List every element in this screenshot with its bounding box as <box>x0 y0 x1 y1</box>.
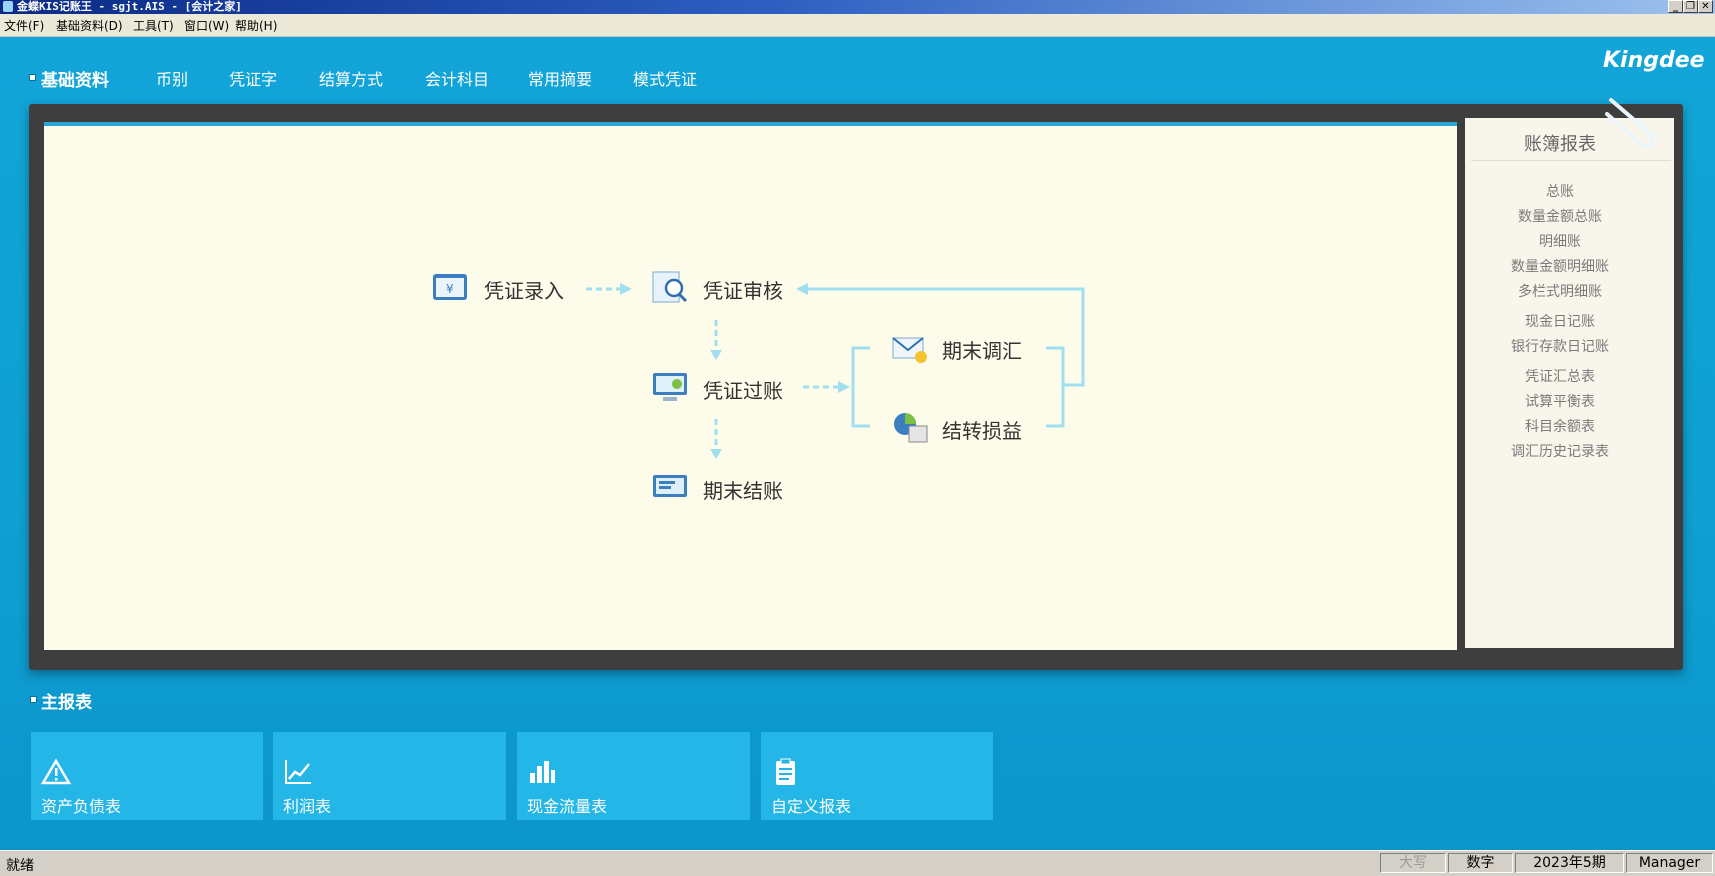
panel-divider <box>1471 160 1671 161</box>
link-adjust-history[interactable]: 调汇历史记录表 <box>1511 444 1609 460</box>
period-close-icon[interactable] <box>651 470 689 504</box>
transfer-pl-icon[interactable] <box>891 410 929 444</box>
period-close-label[interactable]: 期末结账 <box>703 479 783 503</box>
voucher-entry-icon[interactable]: ¥ <box>431 270 469 304</box>
menu-file[interactable]: 文件(F) <box>4 19 45 33</box>
transfer-pl-label[interactable]: 结转损益 <box>942 419 1022 443</box>
menu-tools[interactable]: 工具(T) <box>133 19 174 33</box>
ledger-reports-panel: 账簿报表 总账 数量金额总账 明细账 数量金额明细账 多栏式明细账 现金日记账 … <box>1465 118 1674 648</box>
restore-button[interactable]: ❐ <box>1683 0 1698 13</box>
ledger-reports-title: 账簿报表 <box>1524 134 1596 155</box>
link-trial-balance[interactable]: 试算平衡表 <box>1525 394 1595 410</box>
nav-bullet-icon <box>29 74 36 81</box>
link-qty-general-ledger[interactable]: 数量金额总账 <box>1518 209 1602 225</box>
link-bank-journal[interactable]: 银行存款日记账 <box>1511 339 1609 355</box>
voucher-posting-label[interactable]: 凭证过账 <box>703 379 783 403</box>
caps-indicator: 大写 <box>1380 853 1446 873</box>
nav-accounts[interactable]: 会计科目 <box>425 70 490 89</box>
link-general-ledger[interactable]: 总账 <box>1546 184 1574 200</box>
period-adjust-label[interactable]: 期末调汇 <box>942 339 1022 363</box>
link-qty-detail-ledger[interactable]: 数量金额明细账 <box>1511 259 1609 275</box>
tile-cash-flow[interactable]: 现金流量表 <box>517 732 750 820</box>
tile-balance-sheet-label: 资产负债表 <box>41 797 122 816</box>
title-bar: 金蝶KIS记账王 - sgjt.AIS - [会计之家] _ ❐ ✕ <box>0 0 1715 14</box>
tile-income-statement[interactable]: 利润表 <box>273 732 506 820</box>
nav-voucher-word[interactable]: 凭证字 <box>229 70 278 89</box>
voucher-review-label[interactable]: 凭证审核 <box>703 279 783 303</box>
warning-triangle-icon <box>41 758 71 785</box>
period-indicator: 2023年5期 <box>1515 853 1624 873</box>
link-detail-ledger[interactable]: 明细账 <box>1539 234 1581 250</box>
line-chart-icon <box>285 760 311 784</box>
nav-currency[interactable]: 币别 <box>156 70 189 89</box>
nav-template-voucher[interactable]: 模式凭证 <box>633 70 698 89</box>
workflow-canvas <box>44 122 1457 650</box>
nav-summaries[interactable]: 常用摘要 <box>528 70 593 89</box>
link-voucher-summary[interactable]: 凭证汇总表 <box>1525 369 1595 385</box>
window-title: 金蝶KIS记账王 - sgjt.AIS - [会计之家] <box>17 0 242 13</box>
menu-bar: 文件(F) 基础资料(D) 工具(T) 窗口(W) 帮助(H) <box>0 14 1715 37</box>
nav-title-base-data[interactable]: 基础资料 <box>41 71 109 91</box>
menu-base-data[interactable]: 基础资料(D) <box>56 19 123 33</box>
menu-help[interactable]: 帮助(H) <box>235 19 278 33</box>
menu-window[interactable]: 窗口(W) <box>184 19 230 33</box>
close-button[interactable]: ✕ <box>1698 0 1713 13</box>
svg-text:¥: ¥ <box>446 282 454 296</box>
nav-settlement[interactable]: 结算方式 <box>319 70 384 89</box>
voucher-review-icon[interactable] <box>651 270 689 304</box>
voucher-posting-icon[interactable] <box>651 370 689 404</box>
voucher-entry-label[interactable]: 凭证录入 <box>484 279 564 303</box>
tile-balance-sheet[interactable]: 资产负债表 <box>31 732 263 820</box>
tile-custom-report[interactable]: 自定义报表 <box>761 732 993 820</box>
tile-custom-report-label: 自定义报表 <box>771 797 852 816</box>
user-indicator: Manager <box>1626 853 1713 873</box>
period-adjust-icon[interactable] <box>891 330 929 364</box>
link-account-balance[interactable]: 科目余额表 <box>1525 419 1595 435</box>
tile-income-statement-label: 利润表 <box>283 797 332 816</box>
link-cash-journal[interactable]: 现金日记账 <box>1525 314 1595 330</box>
app-icon <box>3 1 13 12</box>
clipboard-icon <box>776 758 795 785</box>
num-indicator: 数字 <box>1448 853 1513 873</box>
paperclip-icon <box>1605 98 1656 149</box>
kingdee-logo: Kingdee <box>1603 48 1705 73</box>
status-ready: 就绪 <box>6 858 34 874</box>
bar-chart-icon <box>530 761 555 783</box>
status-bar: 就绪 大写 数字 2023年5期 Manager <box>0 850 1715 876</box>
link-multi-column-ledger[interactable]: 多栏式明细账 <box>1518 284 1602 300</box>
minimize-button[interactable]: _ <box>1668 0 1683 13</box>
tile-cash-flow-label: 现金流量表 <box>527 797 608 816</box>
reports-bullet-icon <box>30 696 37 703</box>
main-reports-title: 主报表 <box>41 693 92 713</box>
